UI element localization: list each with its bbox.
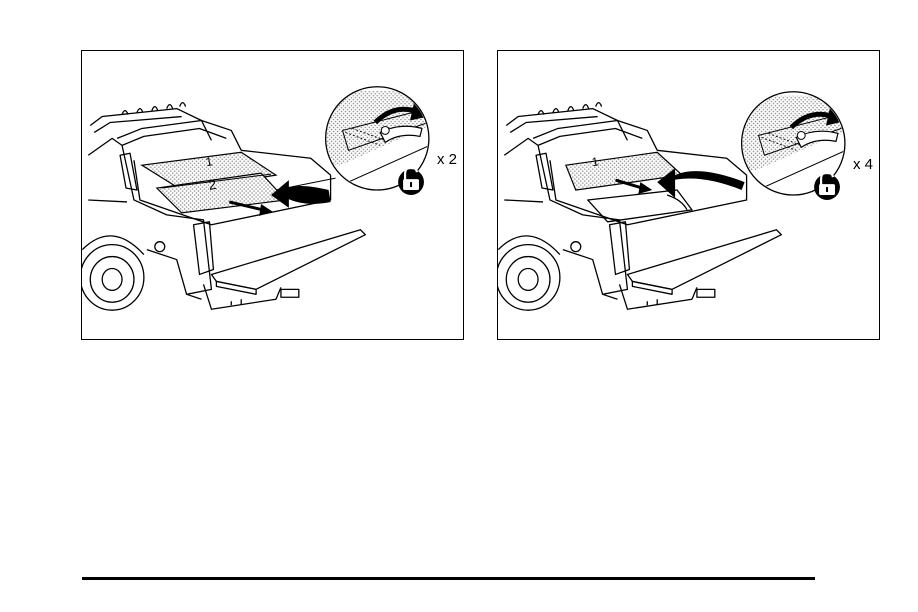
figure-unlock-front-panel: 1: [497, 50, 880, 340]
truck-bed-illustration: 1: [498, 51, 879, 339]
curved-arrow-icon: [657, 168, 744, 198]
truck-bed-illustration: 1 2: [82, 51, 463, 339]
figure-unlock-rear-panels: 1 2: [81, 50, 464, 340]
multiplier-label: x 4: [853, 157, 873, 172]
multiplier-label: x 2: [437, 152, 457, 167]
curved-arrow-icon: [271, 180, 331, 208]
page-footer-rule: [82, 577, 815, 580]
